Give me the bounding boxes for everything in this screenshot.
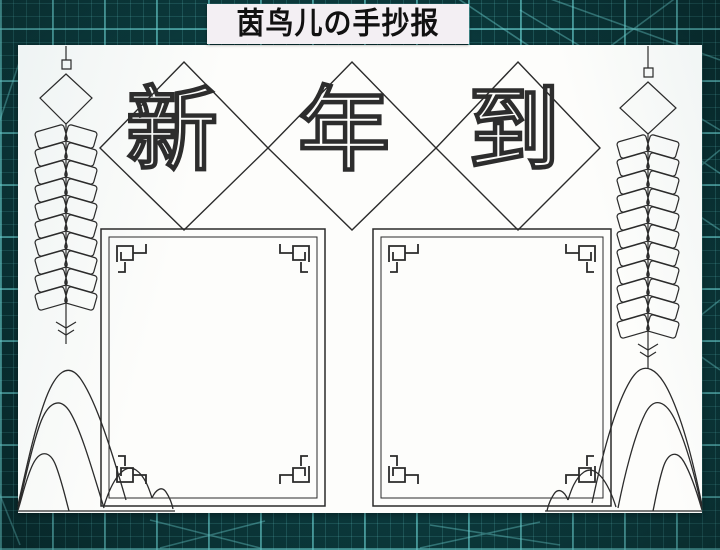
headline-char-year: 年: [297, 77, 391, 184]
left-frame-outline: [101, 229, 325, 506]
diamond-outline-arrive: [436, 62, 600, 230]
diamond-outline-new: [100, 62, 268, 230]
headline-diamond-outlines: [100, 62, 600, 230]
mountains-right-group: [545, 368, 702, 511]
right-frame-outline: [373, 229, 611, 506]
left-frame-corner-ornaments: [117, 244, 309, 484]
mountains-left-group: [18, 370, 175, 511]
headline-char-arrive: 到: [467, 77, 561, 184]
firecracker-right-beads: [616, 134, 679, 339]
diamond-outline-year: [268, 62, 436, 230]
title-banner: 茵鸟儿の手抄报: [207, 4, 469, 44]
firecracker-string-left: [34, 46, 97, 344]
firecracker-left-top-diamond: [40, 74, 92, 124]
headline-char-new: 新: [125, 77, 219, 184]
firecracker-string-right: [616, 46, 679, 368]
right-frame-corner-ornaments: [389, 244, 595, 484]
firecracker-left-beads: [34, 124, 97, 311]
firecracker-right-top-diamond: [620, 82, 676, 134]
title-banner-text: 茵鸟儿の手抄报: [236, 5, 440, 42]
firecracker-right-knot: [644, 68, 653, 77]
firecracker-left-tassel: [56, 320, 76, 344]
firecracker-right-tassel: [638, 342, 658, 368]
firecracker-left-knot: [62, 60, 71, 69]
